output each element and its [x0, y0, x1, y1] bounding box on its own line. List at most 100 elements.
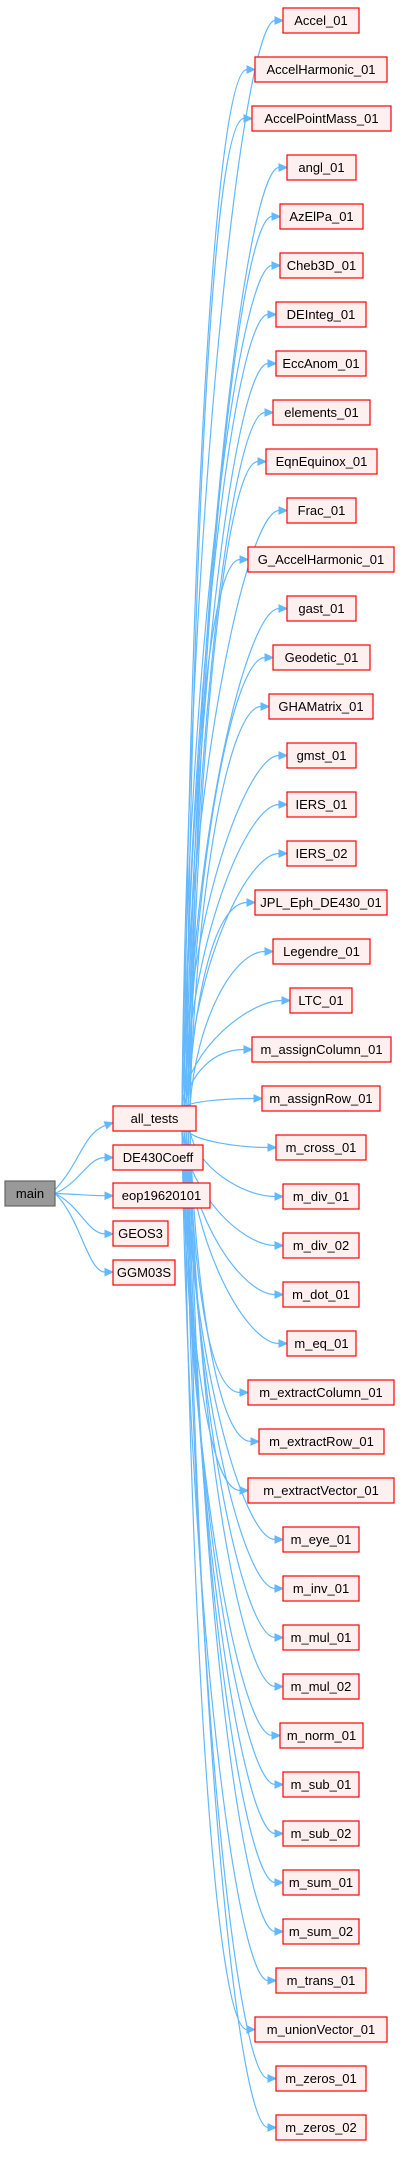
- node-m-extractcolumn-01[interactable]: m_extractColumn_01: [247, 1379, 395, 1406]
- node-iers-02[interactable]: IERS_02: [286, 840, 357, 867]
- edge-all-tests-to-elements-01-arrowhead: [264, 408, 275, 417]
- edge-all-tests-to-legendre-01: [189, 947, 275, 1107]
- node-m-extractrow-01-label: m_extractRow_01: [269, 1434, 374, 1449]
- node-geodetic-01[interactable]: Geodetic_01: [272, 644, 371, 671]
- node-m-assigncolumn-01-box: [251, 1036, 392, 1063]
- node-main-label: main: [16, 1186, 44, 1201]
- node-gast-01[interactable]: gast_01: [286, 595, 357, 622]
- node-frac-01[interactable]: Frac_01: [286, 497, 357, 524]
- node-angl-01[interactable]: angl_01: [286, 154, 357, 181]
- edge-all-tests-to-m-assignrow-01-arrowhead: [253, 1094, 264, 1103]
- node-m-zeros-02-label: m_zeros_02: [285, 2120, 357, 2135]
- node-cheb3d-01[interactable]: Cheb3D_01: [279, 252, 364, 279]
- node-elements-01[interactable]: elements_01: [272, 399, 371, 426]
- node-ltc-01-label: LTC_01: [298, 993, 343, 1008]
- node-azelpa-01[interactable]: AzElPa_01: [279, 203, 364, 230]
- node-deinteg-01[interactable]: DEInteg_01: [275, 301, 367, 328]
- node-m-trans-01[interactable]: m_trans_01: [275, 1967, 367, 1994]
- node-m-assignrow-01-label: m_assignRow_01: [269, 1091, 372, 1106]
- node-eqnequinox-01[interactable]: EqnEquinox_01: [265, 448, 378, 475]
- node-g-accelharmonic-01-box: [247, 546, 395, 573]
- node-m-div-02[interactable]: m_div_02: [282, 1232, 360, 1259]
- node-m-zeros-01[interactable]: m_zeros_01: [275, 2065, 367, 2092]
- node-ltc-01-box: [289, 987, 353, 1014]
- node-m-norm-01-label: m_norm_01: [287, 1728, 356, 1743]
- edge-all-tests-to-cheb3d-01-line: [181, 264, 273, 1107]
- edge-all-tests-to-m-sum-02: [189, 1130, 285, 1936]
- node-gmst-01-label: gmst_01: [297, 748, 347, 763]
- node-jpl-eph-de430-01-label: JPL_Eph_DE430_01: [260, 895, 381, 910]
- node-ghamatrix-01[interactable]: GHAMatrix_01: [268, 693, 374, 720]
- node-m-sub-01[interactable]: m_sub_01: [282, 1771, 360, 1798]
- node-legendre-01[interactable]: Legendre_01: [272, 938, 371, 965]
- node-gast-01-label: gast_01: [298, 601, 344, 616]
- node-m-sub-02[interactable]: m_sub_02: [282, 1820, 360, 1847]
- node-main[interactable]: main: [4, 1180, 56, 1207]
- node-m-inv-01-label: m_inv_01: [293, 1581, 349, 1596]
- node-iers-01[interactable]: IERS_01: [286, 791, 357, 818]
- edge-all-tests-to-m-unionvector-01-arrowhead: [246, 2025, 257, 2034]
- node-ltc-01[interactable]: LTC_01: [289, 987, 353, 1014]
- edge-all-tests-to-m-mul-02-line: [189, 1130, 276, 1688]
- node-accelpointmass-01[interactable]: AccelPointMass_01: [251, 105, 392, 132]
- edge-main-to-de430coeff: [54, 1153, 115, 1195]
- edge-all-tests-to-g-accelharmonic-01-arrowhead: [239, 555, 250, 564]
- node-m-mul-01[interactable]: m_mul_01: [282, 1624, 360, 1651]
- node-all-tests[interactable]: all_tests: [112, 1105, 197, 1132]
- node-angl-01-label: angl_01: [298, 160, 344, 175]
- node-m-extractrow-01[interactable]: m_extractRow_01: [258, 1428, 385, 1455]
- edge-all-tests-to-accelpointmass-01-arrowhead: [243, 114, 254, 123]
- node-m-dot-01[interactable]: m_dot_01: [282, 1281, 360, 1308]
- edge-all-tests-to-m-sum-02-arrowhead: [274, 1927, 285, 1936]
- node-m-extractvector-01[interactable]: m_extractVector_01: [247, 1477, 395, 1504]
- node-m-assignrow-01[interactable]: m_assignRow_01: [261, 1085, 381, 1112]
- node-m-zeros-02[interactable]: m_zeros_02: [275, 2114, 367, 2141]
- node-jpl-eph-de430-01[interactable]: JPL_Eph_DE430_01: [254, 889, 388, 916]
- edge-all-tests-to-m-extractrow-01-arrowhead: [250, 1437, 261, 1446]
- node-iers-02-box: [286, 840, 357, 867]
- node-m-eye-01[interactable]: m_eye_01: [282, 1526, 360, 1553]
- node-m-mul-02[interactable]: m_mul_02: [282, 1673, 360, 1700]
- node-m-eq-01[interactable]: m_eq_01: [286, 1330, 357, 1357]
- node-accel-01[interactable]: Accel_01: [282, 7, 360, 34]
- node-m-extractcolumn-01-box: [247, 1379, 395, 1406]
- node-m-inv-01[interactable]: m_inv_01: [282, 1575, 360, 1602]
- edge-all-tests-to-ghamatrix-01: [189, 702, 271, 1107]
- node-de430coeff[interactable]: DE430Coeff: [112, 1144, 204, 1171]
- node-g-accelharmonic-01[interactable]: G_AccelHarmonic_01: [247, 546, 395, 573]
- node-m-div-01[interactable]: m_div_01: [282, 1183, 360, 1210]
- node-gmst-01[interactable]: gmst_01: [286, 742, 357, 769]
- node-m-zeros-01-box: [275, 2065, 367, 2092]
- node-eop19620101-label: eop19620101: [122, 1188, 202, 1203]
- node-gast-01-box: [286, 595, 357, 622]
- edge-all-tests-to-jpl-eph-de430-01-arrowhead: [246, 898, 257, 907]
- node-accelpointmass-01-box: [251, 105, 392, 132]
- edge-all-tests-to-ltc-01-arrowhead: [281, 996, 292, 1005]
- edge-all-tests-to-iers-01: [183, 800, 289, 1107]
- edge-all-tests-to-iers-02: [185, 849, 289, 1107]
- edge-all-tests-to-m-unionvector-01-line: [183, 1130, 248, 2031]
- node-eccanom-01[interactable]: EccAnom_01: [275, 350, 367, 377]
- edge-all-tests-to-iers-02-line: [185, 852, 280, 1107]
- edge-main-to-geos3-line: [54, 1192, 106, 1235]
- node-m-sum-02[interactable]: m_sum_02: [282, 1918, 360, 1945]
- node-m-assigncolumn-01[interactable]: m_assignColumn_01: [251, 1036, 392, 1063]
- node-eop19620101[interactable]: eop19620101: [112, 1182, 211, 1209]
- node-geos3[interactable]: GEOS3: [112, 1220, 169, 1247]
- edge-all-tests-to-m-sub-01: [183, 1130, 285, 1789]
- edge-all-tests-to-jpl-eph-de430-01-line: [187, 901, 248, 1107]
- node-m-unionvector-01[interactable]: m_unionVector_01: [254, 2016, 388, 2043]
- edge-all-tests-to-angl-01-arrowhead: [278, 163, 289, 172]
- edge-all-tests-to-geodetic-01: [187, 653, 275, 1107]
- node-accelharmonic-01[interactable]: AccelHarmonic_01: [254, 56, 388, 83]
- node-m-eq-01-box: [286, 1330, 357, 1357]
- node-m-cross-01[interactable]: m_cross_01: [275, 1134, 367, 1161]
- edge-all-tests-to-accelpointmass-01: [185, 114, 254, 1107]
- node-m-norm-01[interactable]: m_norm_01: [279, 1722, 364, 1749]
- node-m-sum-01[interactable]: m_sum_01: [282, 1869, 360, 1896]
- edge-all-tests-to-gast-01-line: [185, 607, 280, 1107]
- edges-layer: [54, 16, 292, 2132]
- edge-all-tests-to-ltc-01: [181, 996, 292, 1107]
- node-ggm03s[interactable]: GGM03S: [112, 1259, 176, 1286]
- edge-all-tests-to-m-dot-01-arrowhead: [274, 1290, 285, 1299]
